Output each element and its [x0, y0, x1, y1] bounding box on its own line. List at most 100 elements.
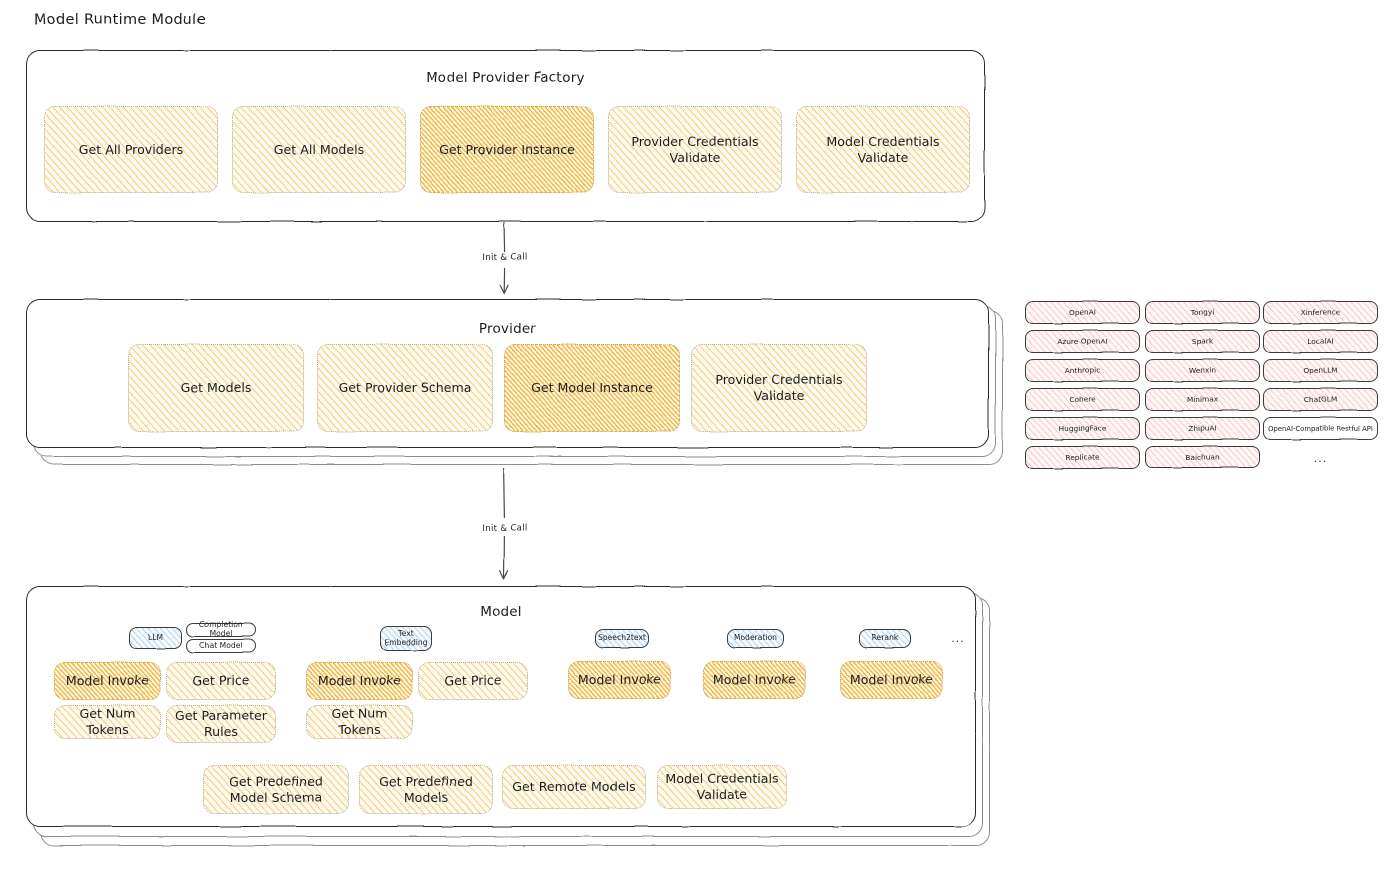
arrow-label-init-call-1: Init & Call	[482, 253, 528, 263]
node-label: Get All Providers	[78, 141, 184, 157]
provider-label: Replicate	[1065, 453, 1100, 462]
node-label: Get Num Tokens	[331, 706, 388, 737]
provider-label: LocalAI	[1307, 337, 1334, 346]
model-panel	[26, 586, 976, 827]
node-speech2text-model-invoke[interactable]: Model Invoke	[568, 661, 671, 699]
node-label: Model Invoke	[712, 672, 797, 688]
node-label: Model Credentials Validate	[665, 771, 779, 802]
arrow-factory-to-provider	[499, 221, 509, 295]
chip-completion-model[interactable]: Completion Model	[186, 620, 256, 638]
chip-moderation[interactable]: Moderation	[727, 629, 784, 648]
provider-huggingface[interactable]: HuggingFace	[1025, 417, 1140, 440]
node-label: Get Predefined Model Schema	[229, 773, 323, 805]
node-label: Model Invoke	[317, 673, 402, 689]
node-embedding-get-price[interactable]: Get Price	[418, 662, 528, 700]
node-rerank-model-invoke[interactable]: Model Invoke	[840, 661, 943, 699]
chip-text-embedding[interactable]: Text Embedding	[380, 626, 432, 651]
node-llm-model-invoke[interactable]: Model Invoke	[54, 662, 161, 700]
provider-label: Baichuan	[1185, 452, 1220, 462]
provider-minimax[interactable]: Minimax	[1145, 388, 1260, 411]
node-get-predefined-model-schema[interactable]: Get Predefined Model Schema	[203, 765, 349, 814]
provider-label: ZhipuAI	[1188, 424, 1217, 433]
provider-label: Tongyi	[1190, 308, 1215, 317]
node-label: Get Models	[180, 380, 252, 396]
provider-label: Minimax	[1186, 395, 1219, 404]
provider-label: Xinference	[1300, 308, 1341, 317]
node-label: Provider Credentials Validate	[631, 133, 759, 165]
provider-baichuan[interactable]: Baichuan	[1145, 446, 1260, 468]
provider-openai[interactable]: OpenAI	[1025, 301, 1140, 324]
provider-azure-openai[interactable]: Azure OpenAI	[1025, 330, 1140, 353]
chip-rerank[interactable]: Rerank	[859, 629, 911, 648]
node-provider-credentials-validate-2[interactable]: Provider Credentials Validate	[691, 344, 867, 432]
provider-replicate[interactable]: Replicate	[1025, 446, 1140, 469]
provider-label: Spark	[1191, 337, 1214, 346]
provider-title: Provider	[478, 321, 537, 337]
provider-zhipuai[interactable]: ZhipuAI	[1145, 417, 1260, 440]
node-label: Get Price	[444, 673, 502, 689]
page-title: Model Runtime Module	[34, 12, 207, 28]
node-get-provider-schema[interactable]: Get Provider Schema	[317, 344, 493, 432]
node-get-all-models[interactable]: Get All Models	[232, 106, 406, 193]
node-llm-get-price[interactable]: Get Price	[166, 662, 276, 700]
provider-xinference[interactable]: Xinference	[1263, 301, 1378, 324]
model-title: Model	[480, 604, 522, 620]
provider-wenxin[interactable]: Wenxin	[1145, 359, 1260, 382]
node-model-credentials-validate[interactable]: Model Credentials Validate	[796, 106, 970, 193]
provider-label: Wenxin	[1188, 366, 1217, 375]
chip-label: Text Embedding	[384, 628, 428, 647]
provider-label: Cohere	[1069, 395, 1096, 404]
node-llm-get-num-tokens[interactable]: Get Num Tokens	[54, 705, 161, 739]
chip-speech2text[interactable]: Speech2text	[595, 629, 649, 648]
node-model-credentials-validate-2[interactable]: Model Credentials Validate	[657, 765, 787, 809]
node-label: Get Provider Instance	[439, 141, 575, 157]
provider-label: OpenAI-Compatible Restful API	[1268, 424, 1373, 433]
provider-anthropic[interactable]: Anthropic	[1025, 359, 1140, 382]
provider-openllm[interactable]: OpenLLM	[1263, 359, 1378, 382]
provider-localai[interactable]: LocalAI	[1263, 330, 1378, 353]
node-get-provider-instance[interactable]: Get Provider Instance	[420, 106, 594, 193]
chip-label: Speech2text	[598, 633, 646, 643]
chip-label: Rerank	[871, 633, 899, 643]
provider-spark[interactable]: Spark	[1145, 330, 1260, 353]
chip-label: Moderation	[733, 633, 777, 643]
provider-chatglm[interactable]: ChatGLM	[1263, 388, 1378, 411]
provider-cohere[interactable]: Cohere	[1025, 388, 1140, 411]
node-llm-get-parameter-rules[interactable]: Get Parameter Rules	[166, 705, 276, 743]
chip-label: Completion Model	[199, 620, 243, 638]
node-get-all-providers[interactable]: Get All Providers	[44, 106, 218, 193]
node-get-remote-models[interactable]: Get Remote Models	[502, 765, 646, 809]
node-moderation-model-invoke[interactable]: Model Invoke	[703, 661, 806, 699]
node-label: Get Provider Schema	[338, 380, 472, 396]
provider-label: OpenAI	[1069, 308, 1096, 317]
provider-label: ChatGLM	[1303, 395, 1338, 404]
provider-label: OpenLLM	[1303, 366, 1338, 375]
provider-list-more: ...	[1313, 451, 1328, 465]
model-types-more: ...	[951, 632, 965, 645]
node-label: Model Invoke	[849, 672, 934, 688]
provider-label: Azure OpenAI	[1057, 337, 1108, 346]
provider-tongyi[interactable]: Tongyi	[1145, 301, 1260, 324]
arrow-label-init-call-2: Init & Call	[482, 524, 528, 534]
provider-openai-compatible-restful-api[interactable]: OpenAI-Compatible Restful API	[1263, 417, 1378, 440]
node-label: Model Invoke	[577, 672, 662, 688]
node-label: Get All Models	[273, 141, 365, 157]
node-get-model-instance[interactable]: Get Model Instance	[504, 344, 680, 432]
node-provider-credentials-validate[interactable]: Provider Credentials Validate	[608, 106, 782, 193]
arrow-provider-to-model	[499, 467, 509, 580]
chip-label: Chat Model	[199, 640, 243, 650]
node-embedding-get-num-tokens[interactable]: Get Num Tokens	[306, 705, 413, 739]
node-label: Model Credentials Validate	[826, 133, 940, 165]
chip-llm[interactable]: LLM	[129, 627, 182, 649]
node-get-predefined-models[interactable]: Get Predefined Models	[359, 765, 493, 814]
node-get-models[interactable]: Get Models	[128, 344, 304, 432]
node-label: Get Predefined Models	[379, 773, 473, 805]
model-provider-factory-title: Model Provider Factory	[426, 70, 585, 86]
node-embedding-model-invoke[interactable]: Model Invoke	[306, 662, 413, 700]
chip-label: LLM	[147, 632, 163, 642]
node-label: Model Invoke	[65, 673, 150, 689]
chip-chat-model[interactable]: Chat Model	[186, 639, 256, 653]
node-label: Get Model Instance	[531, 380, 653, 396]
provider-label: HuggingFace	[1058, 424, 1107, 433]
